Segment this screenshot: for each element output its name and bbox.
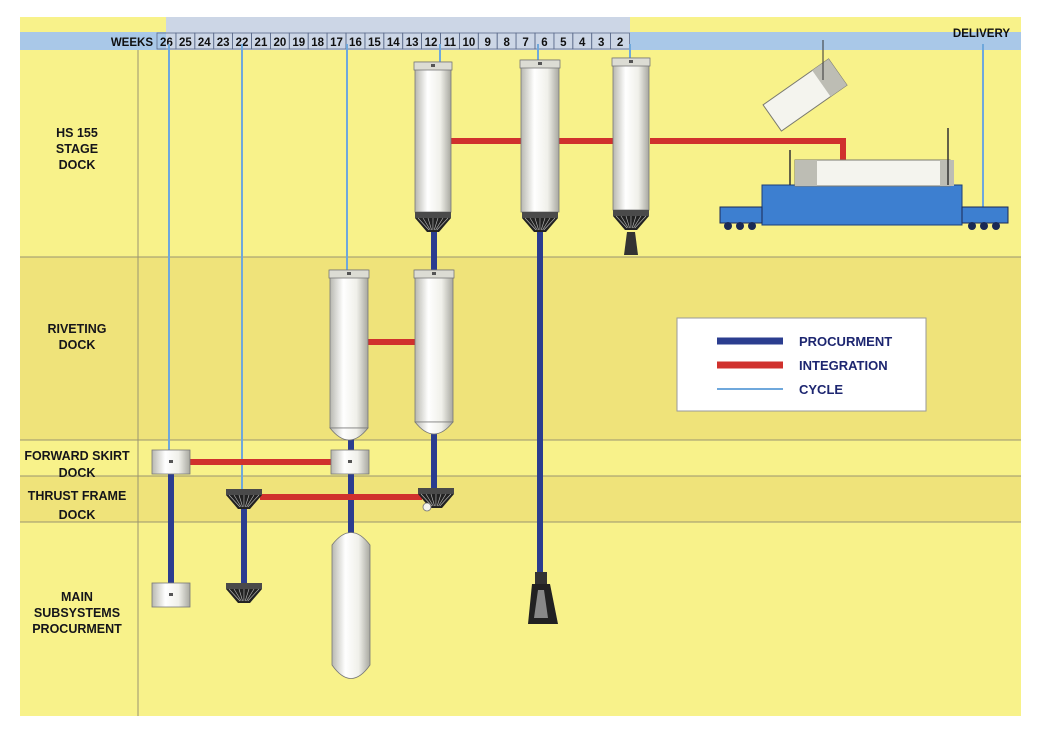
transporter-body	[761, 184, 963, 226]
week-number: 6	[541, 37, 547, 49]
week-number: 23	[217, 37, 230, 49]
row-label-stage: STAGE	[56, 142, 98, 156]
week-number: 19	[292, 37, 305, 49]
row-label-thrust: THRUST FRAME	[28, 489, 127, 503]
thrust-frame-22	[226, 489, 262, 509]
stage-vehicle-8-engine	[522, 212, 558, 232]
week-number: 14	[387, 37, 400, 49]
week-number: 15	[368, 37, 381, 49]
week-number: 20	[273, 37, 286, 49]
week-number: 16	[349, 37, 362, 49]
transporter-tank	[794, 159, 951, 187]
week-number: 21	[255, 37, 268, 49]
weeks-grid-panel	[166, 17, 630, 50]
row-label-skirt: DOCK	[59, 466, 96, 480]
main-tank-procurement	[331, 532, 371, 679]
riveting-tank-17	[328, 269, 370, 441]
main-engine-procurement	[528, 572, 558, 624]
band-main	[20, 522, 1021, 716]
band-thrust	[20, 476, 1021, 522]
legend: PROCURMENT INTEGRATION CYCLE	[676, 317, 927, 412]
tractor-right	[961, 206, 1009, 224]
band-stage	[20, 50, 1021, 257]
week-number: 24	[198, 37, 211, 49]
week-number: 5	[560, 37, 567, 49]
stage-vehicle-13-engine	[415, 212, 451, 232]
stage-vehicle-13	[413, 61, 453, 213]
stage-vehicle-2	[611, 57, 651, 211]
week-number: 25	[179, 37, 192, 49]
week-number: 13	[406, 37, 419, 49]
riveting-tank-13	[413, 269, 455, 435]
main-thrust-frame-procurement	[226, 583, 262, 603]
week-number: 3	[598, 37, 604, 49]
row-label-main: MAIN	[61, 590, 93, 604]
engine-nozzle	[624, 232, 638, 255]
tractor-left	[719, 206, 763, 224]
procurement-lines	[168, 228, 543, 590]
stage-vehicle-8	[519, 59, 561, 213]
forward-skirt-26	[151, 449, 191, 475]
week-number: 22	[236, 37, 249, 49]
legend-label-procurment: PROCURMENT	[799, 334, 892, 349]
row-label-skirt: FORWARD SKIRT	[24, 449, 130, 463]
integration-lines	[190, 138, 846, 500]
hardware-illustrations	[151, 57, 651, 679]
week-number: 7	[522, 37, 528, 49]
transporter	[719, 40, 1009, 230]
week-number: 18	[311, 37, 324, 49]
week-number: 17	[330, 37, 343, 49]
week-number: 11	[444, 37, 457, 49]
stage-vehicle-2-engine	[613, 210, 649, 230]
row-label-riveting: DOCK	[59, 338, 96, 352]
row-dividers	[20, 50, 1021, 716]
row-label-riveting: RIVETING	[47, 322, 106, 336]
week-number: 10	[462, 37, 475, 49]
week-cell	[610, 32, 630, 50]
row-label-main: PROCURMENT	[32, 622, 122, 636]
integration-line-stage-c	[650, 138, 846, 160]
forward-skirt-17	[330, 449, 370, 475]
row-label-stage: DOCK	[59, 158, 96, 172]
week-number: 4	[579, 37, 586, 49]
main-skirt-procurement	[151, 582, 191, 608]
legend-label-cycle: CYCLE	[799, 382, 843, 397]
row-label-thrust: DOCK	[59, 508, 96, 522]
row-label-main: SUBSYSTEMS	[34, 606, 120, 620]
left-panel-header	[20, 32, 160, 50]
row-label-stage: HS 155	[56, 126, 98, 140]
week-number: 2	[617, 37, 623, 49]
crane-tank	[762, 58, 848, 132]
cycle-lines	[168, 44, 984, 490]
week-number: 12	[425, 37, 438, 49]
legend-label-integration: INTEGRATION	[799, 358, 888, 373]
week-number: 8	[503, 37, 510, 49]
week-number: 9	[485, 37, 491, 49]
weeks-label: WEEKS	[111, 37, 154, 49]
delivery-label: DELIVERY	[953, 28, 1010, 40]
week-number: 26	[160, 37, 173, 49]
